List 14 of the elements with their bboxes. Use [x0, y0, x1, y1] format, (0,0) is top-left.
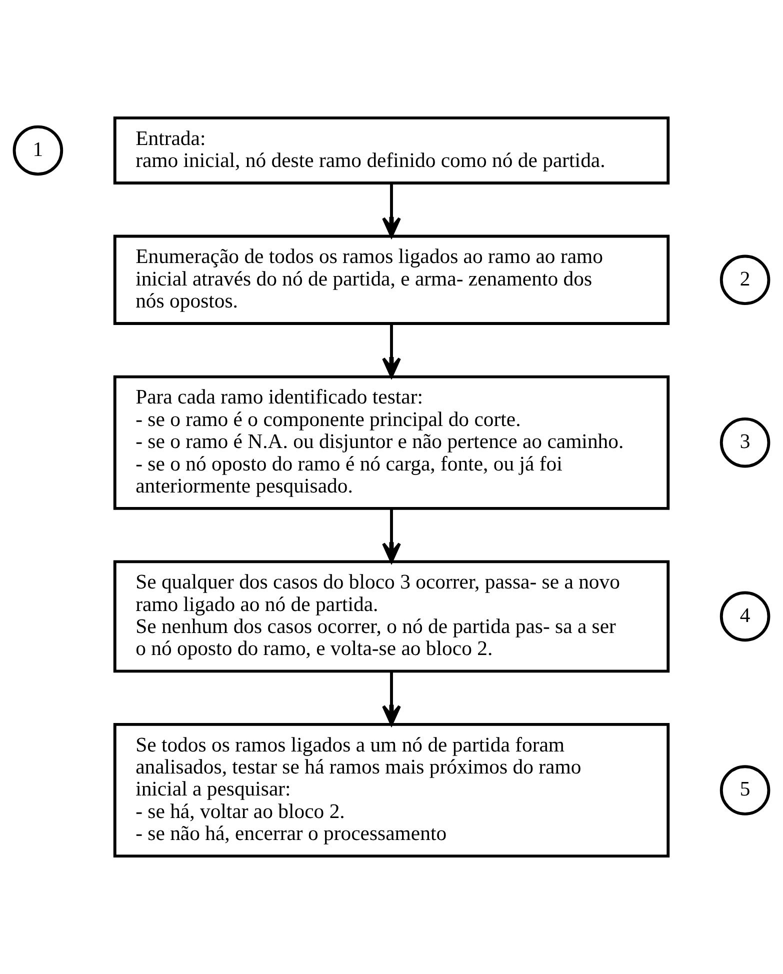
node-circle: 4 [720, 591, 770, 642]
node-circle: 1 [12, 125, 64, 176]
node-circle: 2 [720, 254, 770, 306]
node-box: Entrada: ramo inicial, nó deste ramo definido como nó de partida. [113, 116, 670, 184]
node-circle: 3 [720, 417, 770, 468]
node-circle: 5 [720, 765, 770, 816]
arrow [382, 672, 401, 726]
node-box: Se todos os ramos ligados a um nó de partida foram analisados, testar se há ramos mais próximos do ramo inicial a pesquisar: - se há, voltar ao bloco 2. - se não há, encerrar o processamento [113, 722, 670, 858]
arrow [382, 508, 401, 563]
arrow [382, 183, 401, 238]
node-box: Para cada ramo identificado testar: - se o ramo é o componente principal do corte. - se o ramo é N.A. ou disjuntor e não pertence ao caminho. - se o nó oposto do ramo é nó carga, fonte, ou já foi anteriormente pesquisado. [113, 375, 670, 510]
arrow [382, 324, 401, 378]
node-box: Se qualquer dos casos do bloco 3 ocorrer, passa- se a novo ramo ligado ao nó de partida. Se nenhum dos casos ocorrer, o nó de partida pas- sa a ser o nó oposto do ramo, e volta-se ao bloco 2. [113, 560, 670, 673]
node-box: Enumeração de todos os ramos ligados ao ramo ao ramo inicial através do nó de partida, e arma- zenamento dos nós opostos. [113, 234, 670, 326]
